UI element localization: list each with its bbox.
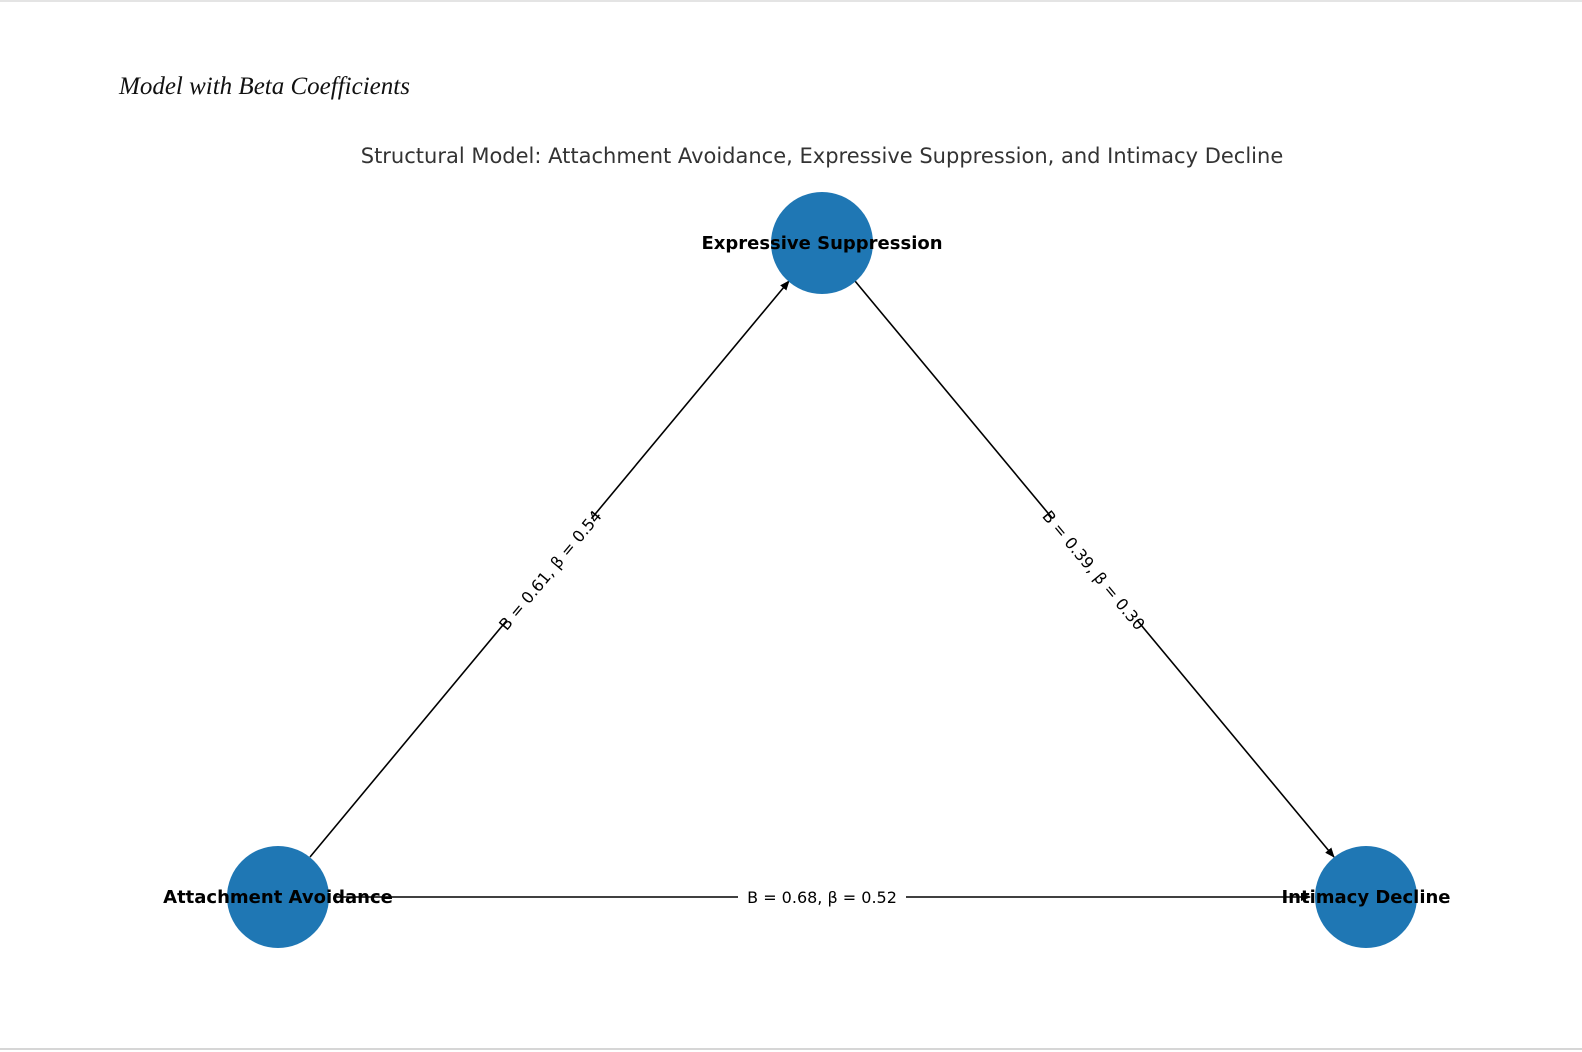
node-expressive-suppression — [771, 192, 873, 294]
edge-label-suppression-to-intimacy: B = 0.39, β = 0.30 — [1038, 507, 1148, 634]
edge-labels-layer: B = 0.61, β = 0.54 B = 0.39, β = 0.30 B … — [495, 507, 1149, 909]
diagram-title: Structural Model: Attachment Avoidance, … — [361, 144, 1284, 168]
edge-label-avoidance-to-intimacy: B = 0.68, β = 0.52 — [747, 888, 897, 907]
nodes-layer — [227, 192, 1417, 948]
edges-layer — [309, 280, 1335, 901]
node-label-intimacy-decline: Intimacy Decline — [1281, 887, 1450, 908]
node-label-expressive-suppression: Expressive Suppression — [701, 233, 942, 254]
node-label-attachment-avoidance: Attachment Avoidance — [163, 887, 393, 908]
node-intimacy-decline — [1315, 846, 1417, 948]
document-heading: Model with Beta Coefficients — [119, 73, 410, 100]
node-labels-layer: Attachment Avoidance Expressive Suppress… — [163, 233, 1450, 908]
edge-label-avoidance-to-suppression: B = 0.61, β = 0.54 — [495, 507, 605, 634]
node-attachment-avoidance — [227, 846, 329, 948]
bottom-border — [0, 1048, 1582, 1050]
top-border — [0, 0, 1582, 2]
